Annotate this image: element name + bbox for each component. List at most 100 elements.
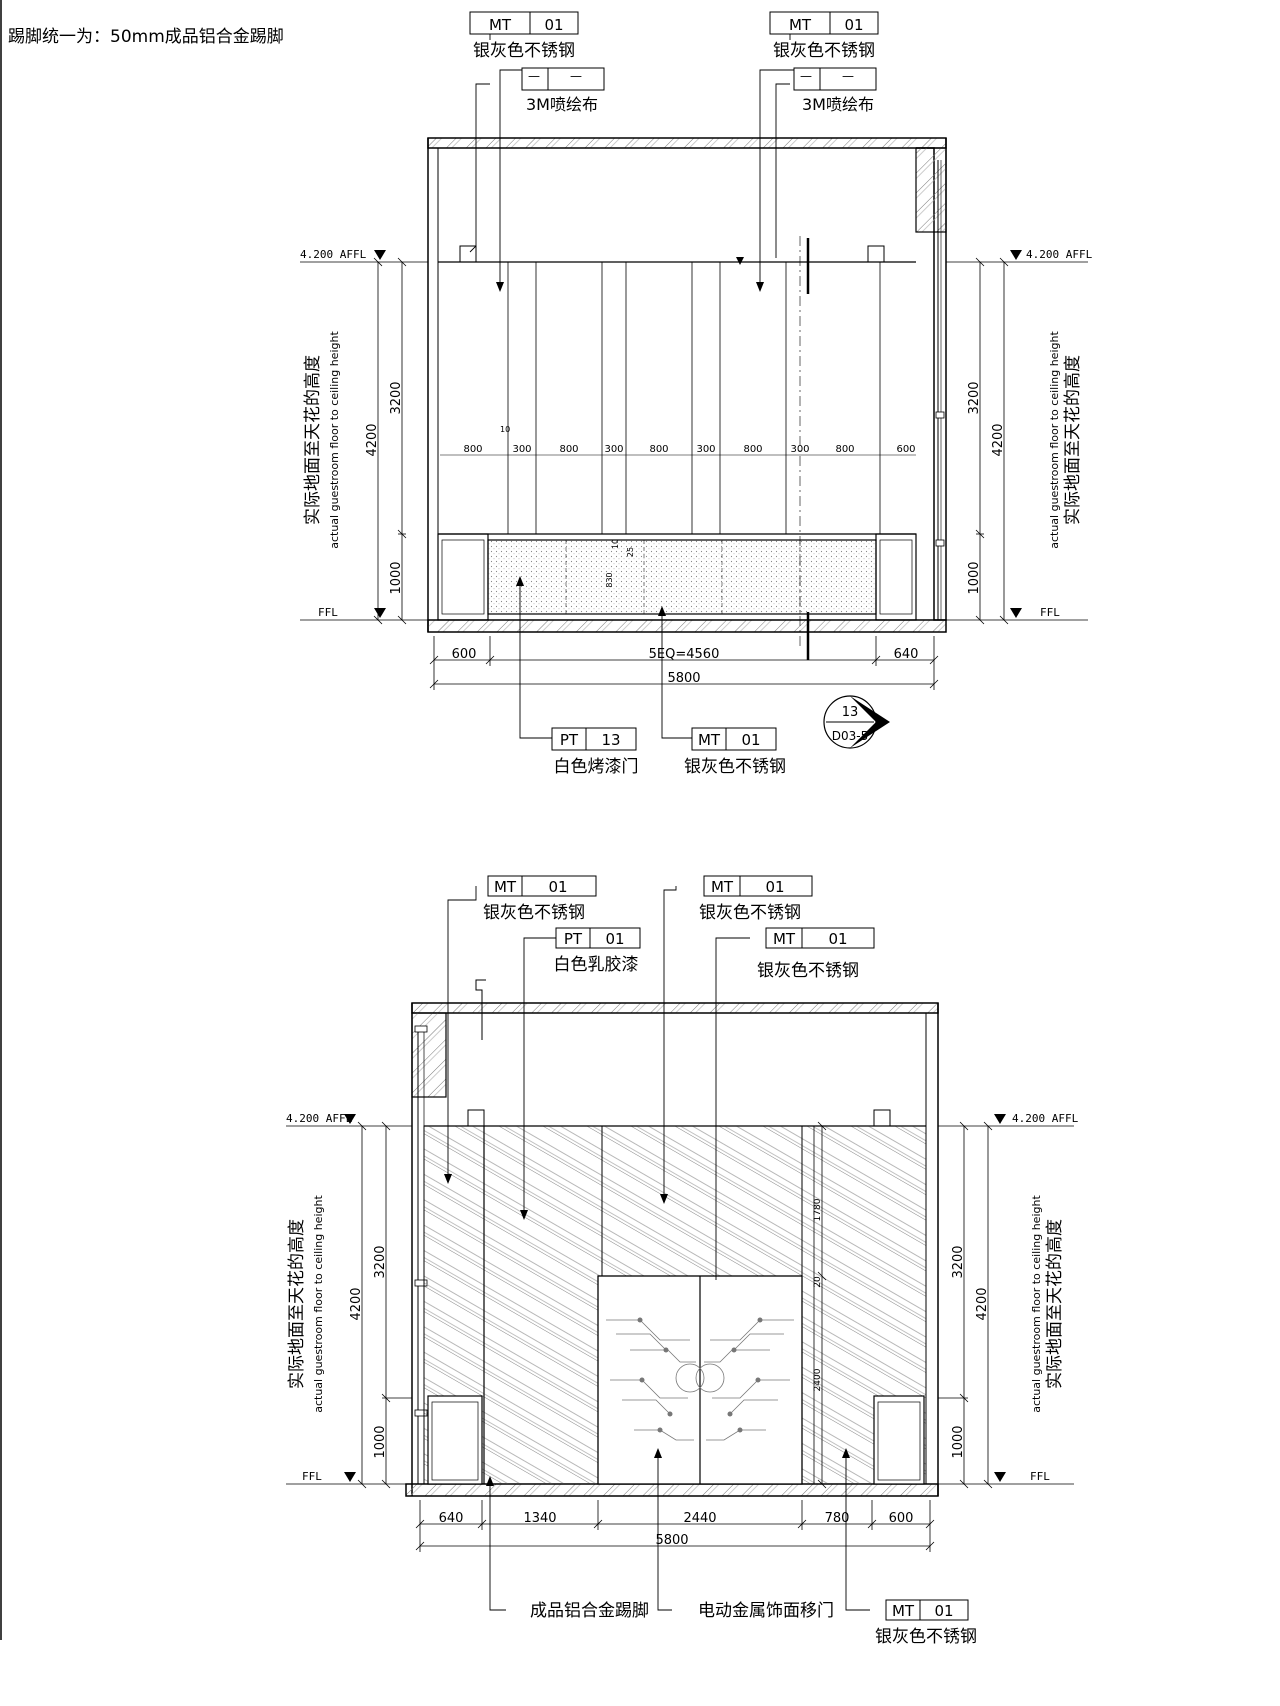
svg-text:01: 01	[934, 1602, 953, 1620]
ceiling-slab	[427, 137, 947, 149]
height-label-en-right: actual guestroom floor to ceiling height	[1048, 331, 1061, 549]
svg-text:FFL: FFL	[302, 1470, 322, 1483]
svg-text:3M喷绘布: 3M喷绘布	[526, 95, 598, 114]
right-cabinet-b	[873, 1395, 925, 1485]
svg-text:780: 780	[825, 1511, 850, 1526]
svg-text:01: 01	[548, 878, 567, 896]
floor-slab-b	[405, 1483, 939, 1497]
svg-text:MT: MT	[698, 731, 721, 749]
width-dims	[429, 636, 939, 690]
left-cabinet-b	[427, 1395, 483, 1485]
svg-text:300: 300	[696, 444, 715, 455]
level-top-left: 4.200 AFFL	[300, 248, 367, 261]
floor-slab	[427, 619, 947, 633]
svg-text:640: 640	[439, 1511, 464, 1526]
svg-text:10: 10	[611, 539, 620, 549]
svg-text:01: 01	[544, 16, 563, 34]
svg-text:300: 300	[512, 444, 531, 455]
svg-text:银灰色不锈钢: 银灰色不锈钢	[757, 961, 859, 981]
svg-text:20: 20	[813, 1276, 823, 1288]
svg-text:2400: 2400	[813, 1368, 823, 1391]
general-note: 踢脚统一为：50mm成品铝合金踢脚	[8, 27, 284, 47]
tag-b-pt01: PT 01 白色乳胶漆	[554, 927, 641, 975]
svg-text:3200: 3200	[967, 381, 982, 414]
svg-text:MT: MT	[892, 1602, 915, 1620]
svg-text:01: 01	[741, 731, 760, 749]
svg-text:01: 01	[844, 16, 863, 34]
svg-text:4200: 4200	[349, 1287, 364, 1320]
svg-text:4200: 4200	[365, 423, 380, 456]
tag-mt01-bottom: MT 01 银灰色不锈钢	[684, 727, 786, 777]
level-floor-right: FFL	[1040, 606, 1060, 619]
label-skirting: 成品铝合金踢脚	[530, 1601, 649, 1621]
svg-text:1000: 1000	[373, 1425, 388, 1458]
cornice-left	[459, 245, 477, 262]
svg-text:4.200 AFFL: 4.200 AFFL	[286, 1112, 353, 1125]
svg-text:PT: PT	[564, 930, 583, 948]
svg-text:300: 300	[604, 444, 623, 455]
tag-b-mt01-2: MT 01 银灰色不锈钢	[699, 875, 813, 923]
svg-text:—: —	[570, 69, 582, 83]
left-cabinet	[437, 533, 489, 621]
svg-text:600: 600	[889, 1511, 914, 1526]
tag-pt13: PT 13 白色烤漆门	[551, 727, 639, 777]
svg-text:01: 01	[828, 930, 847, 948]
svg-text:actual guestroom floor to ceil: actual guestroom floor to ceiling height	[312, 1195, 325, 1413]
tag-b-mt01-bottom: MT 01 银灰色不锈钢	[875, 1599, 977, 1647]
top-elevation: MT 01 银灰色不锈钢 — — 3M喷绘布 MT 01 银灰色不锈钢 — — …	[300, 11, 1093, 777]
svg-text:3200: 3200	[373, 1245, 388, 1278]
lacquer-door-panel	[487, 539, 877, 615]
svg-text:800: 800	[463, 444, 482, 455]
svg-text:600: 600	[896, 444, 915, 455]
height-label-cn-left: 实际地面至天花的高度	[303, 355, 323, 525]
svg-text:—: —	[528, 69, 540, 83]
svg-text:800: 800	[649, 444, 668, 455]
height-dims-right	[946, 257, 1088, 625]
svg-text:300: 300	[790, 444, 809, 455]
right-cabinet	[875, 533, 917, 621]
svg-text:600: 600	[452, 647, 477, 662]
svg-text:—: —	[800, 69, 812, 83]
height-label-en-left: actual guestroom floor to ceiling height	[328, 331, 341, 549]
svg-text:13: 13	[842, 705, 859, 720]
svg-text:PT: PT	[560, 731, 579, 749]
stainless-panel-over-door	[601, 1125, 803, 1277]
ceiling-slab-b	[411, 1002, 939, 1014]
svg-text:MT: MT	[789, 16, 812, 34]
svg-text:实际地面至天花的高度: 实际地面至天花的高度	[1045, 1219, 1065, 1389]
svg-text:3M喷绘布: 3M喷绘布	[802, 95, 874, 114]
svg-text:银灰色不锈钢: 银灰色不锈钢	[773, 41, 875, 61]
svg-text:白色乳胶漆: 白色乳胶漆	[554, 955, 639, 975]
svg-text:实际地面至天花的高度: 实际地面至天花的高度	[287, 1219, 307, 1389]
svg-text:MT: MT	[494, 878, 517, 896]
svg-text:640: 640	[894, 647, 919, 662]
svg-text:4200: 4200	[991, 423, 1006, 456]
svg-text:白色烤漆门: 白色烤漆门	[554, 757, 639, 777]
svg-text:830: 830	[605, 572, 614, 587]
section-reference	[823, 695, 890, 749]
svg-text:1340: 1340	[523, 1511, 556, 1526]
svg-text:800: 800	[559, 444, 578, 455]
svg-text:MT: MT	[711, 878, 734, 896]
panel-joints	[507, 262, 881, 534]
svg-text:1000: 1000	[389, 561, 404, 594]
cornice-right	[867, 245, 885, 262]
tag-mt01-right: MT 01 银灰色不锈钢 — — 3M喷绘布	[769, 11, 879, 114]
panel-width-labels: 800 300 800 300 800 300 800 300 800 600	[463, 444, 915, 455]
bulkhead	[915, 147, 947, 233]
overall-width-top: 5800	[667, 671, 700, 686]
svg-text:800: 800	[743, 444, 762, 455]
svg-text:4.200 AFFL: 4.200 AFFL	[1012, 1112, 1079, 1125]
svg-text:800: 800	[835, 444, 854, 455]
tag-b-mt01-3: MT 01 银灰色不锈钢	[757, 927, 875, 981]
svg-text:5800: 5800	[655, 1533, 688, 1548]
svg-text:银灰色不锈钢: 银灰色不锈钢	[483, 903, 585, 923]
svg-text:25: 25	[626, 547, 635, 557]
svg-text:2440: 2440	[683, 1511, 716, 1526]
svg-text:3200: 3200	[951, 1245, 966, 1278]
bottom-elevation: 1780 20 2400	[286, 875, 1079, 1647]
tag-b-mt01-1: MT 01 银灰色不锈钢	[483, 875, 597, 923]
level-floor-left: FFL	[318, 606, 338, 619]
height-label-cn-right: 实际地面至天花的高度	[1063, 355, 1083, 525]
